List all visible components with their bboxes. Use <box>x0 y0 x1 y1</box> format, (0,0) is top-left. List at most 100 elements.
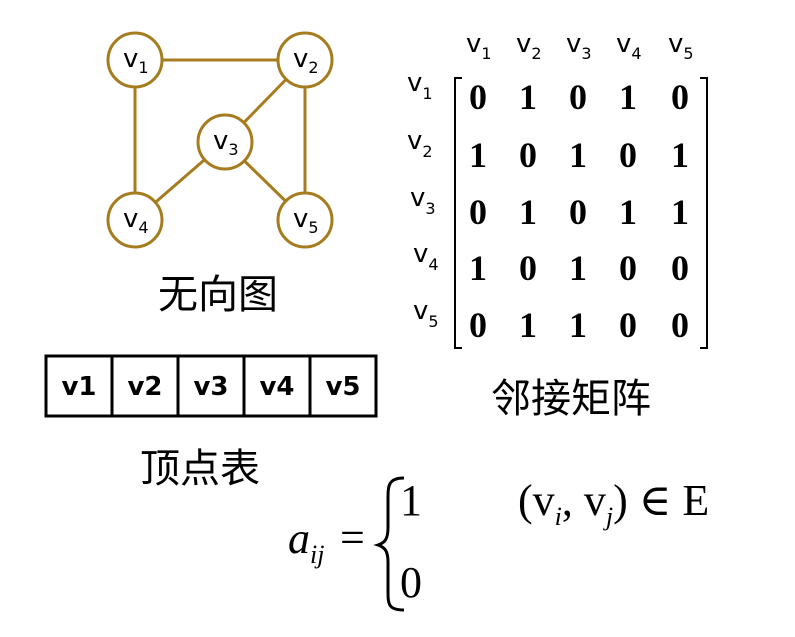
matrix-row-header: v1 <box>407 68 433 103</box>
formula-lhs-sub: ij <box>310 540 324 569</box>
vertex-table-cell-label: v4 <box>259 372 294 402</box>
vertex-table-cell-box <box>44 354 114 418</box>
matrix-row-header: v4 <box>413 239 439 274</box>
graph-node-label-sub: 2 <box>308 58 318 77</box>
vertex-table-cells: v1 v2 v3 v4 v5 <box>44 354 378 418</box>
matrix-cell: 1 <box>569 248 587 288</box>
matrix-row-header: v5 <box>413 296 439 331</box>
matrix-column-header: v5 <box>668 29 694 63</box>
matrix-row-header-sub: 2 <box>422 142 432 161</box>
matrix-column-header-sub: 4 <box>631 44 641 63</box>
matrix-cell: 0 <box>569 192 587 232</box>
graph-node-label-sub: 3 <box>228 140 238 159</box>
vertex-table-cell: v4 <box>242 354 312 418</box>
graph-node-label-sub: 1 <box>138 58 148 77</box>
matrix-column-header: v4 <box>616 29 642 63</box>
matrix-row-header-sub: 4 <box>428 255 438 274</box>
graph-node-label-base: v <box>213 126 228 156</box>
graph-node-label-sub: 4 <box>138 218 148 237</box>
matrix-row-header-sub: 5 <box>428 312 438 331</box>
matrix-column-header: v3 <box>566 29 592 63</box>
matrix-cell: 0 <box>519 135 537 175</box>
matrix-column-header: v2 <box>516 29 542 63</box>
formula-lhs: aij <box>288 514 324 569</box>
matrix-column-header-sub: 1 <box>481 44 491 63</box>
matrix-row-header-base: v <box>413 296 428 326</box>
matrix-row-header-sub: 1 <box>422 84 432 103</box>
matrix-cell: 0 <box>569 77 587 117</box>
matrix-cell: 1 <box>619 77 637 117</box>
vertex-table-cell: v3 <box>176 354 246 418</box>
matrix-cell: 0 <box>671 77 689 117</box>
matrix-caption: 邻接矩阵 <box>491 376 651 422</box>
matrix-column-header-base: v <box>668 29 683 59</box>
matrix-cell: 1 <box>519 77 537 117</box>
matrix-cell: 1 <box>671 135 689 175</box>
matrix-column-header-base: v <box>566 29 581 59</box>
graph-node-circle <box>196 113 254 171</box>
vertex-table-cell: v2 <box>110 354 180 418</box>
graph-node-v2: v2 <box>276 31 334 89</box>
graph-node-label-base: v <box>293 44 308 74</box>
matrix-row-header-base: v <box>407 126 422 156</box>
formula-cond-sub-i: i <box>555 502 562 531</box>
graph-node-v1: v1 <box>106 31 164 89</box>
graph-node-label: v4 <box>123 204 149 237</box>
matrix-column-header: v1 <box>466 29 492 63</box>
formula-equals: = <box>340 513 365 562</box>
matrix-cell: 0 <box>619 135 637 175</box>
graph-node-label-base: v <box>123 44 138 74</box>
matrix-cell: 1 <box>519 192 537 232</box>
graph-node-label: v3 <box>213 126 239 159</box>
matrix-row-header: v3 <box>410 183 436 218</box>
matrix-cell: 1 <box>519 305 537 345</box>
graph-node-label: v1 <box>123 44 149 77</box>
formula-cond-comma: , v <box>562 476 606 525</box>
matrix-row-header-base: v <box>410 183 425 213</box>
vertex-table-cell-box <box>308 354 378 418</box>
matrix-column-header-base: v <box>616 29 631 59</box>
matrix-cell: 1 <box>569 135 587 175</box>
matrix-right-bracket <box>700 77 708 349</box>
graph-caption: 无向图 <box>158 272 278 318</box>
vertex-table-cell: v5 <box>308 354 378 418</box>
matrix-cell: 0 <box>469 77 487 117</box>
matrix-row-header-base: v <box>407 68 422 98</box>
matrix-cell: 0 <box>469 305 487 345</box>
graph-node-circle <box>276 31 334 89</box>
matrix-row-header: v2 <box>407 126 433 161</box>
graph-node-circle <box>276 191 334 249</box>
graph-node-v3: v3 <box>196 113 254 171</box>
matrix-row-header-base: v <box>413 239 428 269</box>
matrix-cell: 0 <box>469 192 487 232</box>
formula-lhs-base: a <box>288 514 310 563</box>
matrix-cell: 0 <box>519 248 537 288</box>
matrix-cell: 0 <box>619 305 637 345</box>
matrix-column-header-base: v <box>516 29 531 59</box>
vertex-table-cell-label: v1 <box>61 372 96 402</box>
matrix-cell: 1 <box>619 192 637 232</box>
graph-node-label-sub: 5 <box>308 218 318 237</box>
formula-brace <box>373 476 405 612</box>
matrix-left-bracket <box>454 77 462 349</box>
matrix-cell: 0 <box>671 305 689 345</box>
graph-node-label-base: v <box>293 204 308 234</box>
formula-cond-tail: ) ∈ E <box>613 476 709 525</box>
matrix-cell: 1 <box>671 192 689 232</box>
vertex-table-cell-label: v3 <box>193 372 228 402</box>
matrix-cell: 1 <box>469 135 487 175</box>
vertex-table-cell-label: v5 <box>325 372 360 402</box>
vertex-table-caption: 顶点表 <box>140 446 260 492</box>
vertex-table-cell-label: v2 <box>127 372 162 402</box>
formula-cond-sub-j: j <box>603 502 613 531</box>
graph-node-label-base: v <box>123 204 138 234</box>
matrix-column-header-sub: 5 <box>683 44 693 63</box>
formula-case1-condition: (vi, vj) ∈ E <box>518 476 709 531</box>
matrix-cell: 1 <box>469 248 487 288</box>
